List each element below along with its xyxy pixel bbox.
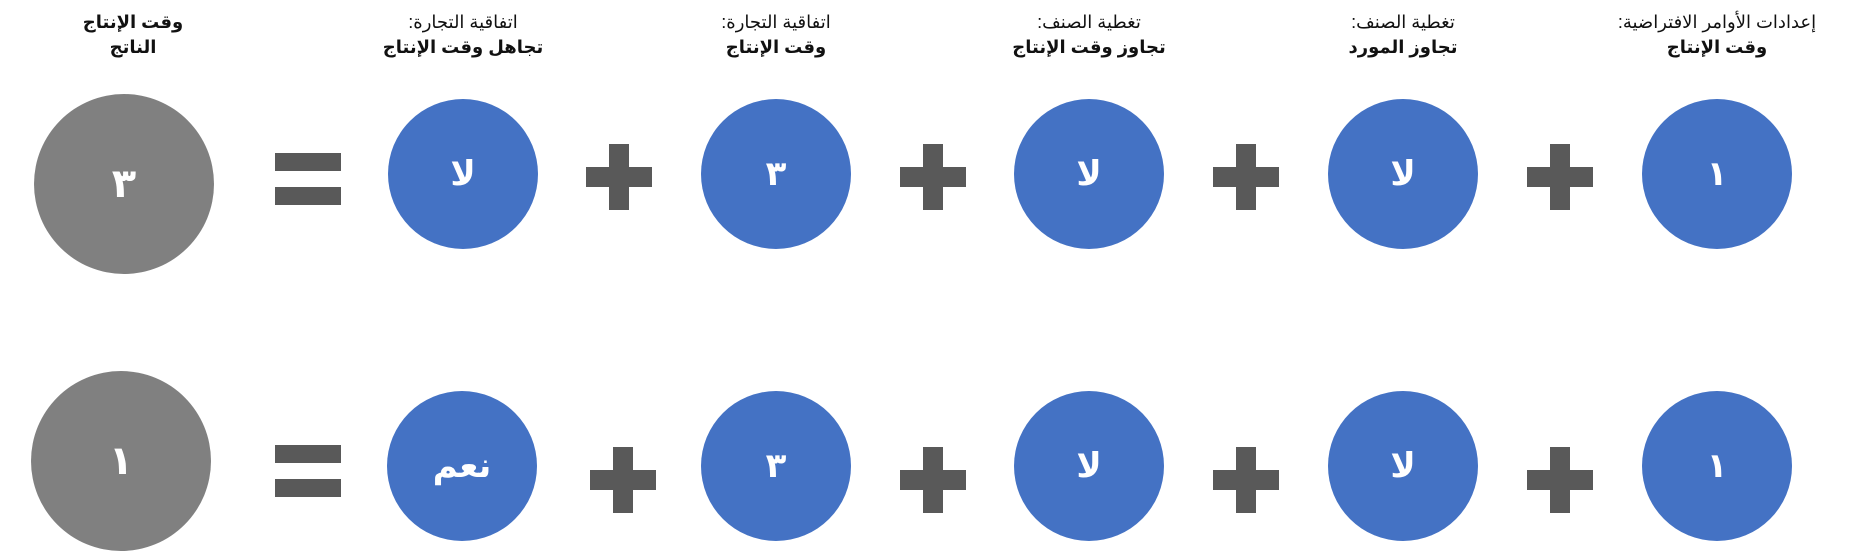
row1-trade-agreement-time-circle: ٣: [701, 99, 851, 249]
row2-item-coverage-time-circle: لا: [1014, 391, 1164, 541]
plus-icon: [590, 447, 656, 513]
row2-default-settings-circle: ١: [1642, 391, 1792, 541]
row2-trade-agreement-ignore-circle: نعم: [387, 391, 537, 541]
header-trade-agreement-time: اتفاقية التجارة: وقت الإنتاج: [626, 10, 926, 60]
row1-trade-agreement-ignore-circle: لا: [388, 99, 538, 249]
equals-icon: [275, 445, 341, 497]
row2-trade-agreement-time-circle: ٣: [701, 391, 851, 541]
header-resulting-lead-time-value: الناتج: [109, 37, 157, 57]
plus-icon: [1213, 447, 1279, 513]
header-default-order-settings-title: إعدادات الأوامر الافتراضية:: [1617, 12, 1817, 32]
header-trade-agreement-ignore-title: اتفاقية التجارة:: [408, 12, 518, 32]
header-resulting-lead-time-title: وقت الإنتاج: [82, 12, 184, 32]
header-item-coverage-time: تغطية الصنف: تجاوز وقت الإنتاج: [939, 10, 1239, 60]
row1-default-settings-circle: ١: [1642, 99, 1792, 249]
header-item-coverage-time-title: تغطية الصنف:: [1037, 12, 1141, 32]
row2-result-circle: ١: [31, 371, 211, 551]
row1-result-circle: ٣: [34, 94, 214, 274]
header-trade-agreement-ignore-value: تجاهل وقت الإنتاج: [382, 37, 544, 57]
header-resulting-lead-time: وقت الإنتاج الناتج: [0, 10, 283, 60]
header-default-order-settings: إعدادات الأوامر الافتراضية: وقت الإنتاج: [1567, 10, 1857, 60]
equals-icon: [275, 153, 341, 205]
header-trade-agreement-time-title: اتفاقية التجارة:: [721, 12, 831, 32]
plus-icon: [900, 144, 966, 210]
header-default-order-settings-value: وقت الإنتاج: [1666, 37, 1768, 57]
plus-icon: [900, 447, 966, 513]
row1-item-coverage-supplier-circle: لا: [1328, 99, 1478, 249]
plus-icon: [1213, 144, 1279, 210]
plus-icon: [1527, 447, 1593, 513]
row1-item-coverage-time-circle: لا: [1014, 99, 1164, 249]
header-item-coverage-supplier-title: تغطية الصنف:: [1351, 12, 1455, 32]
header-trade-agreement-time-value: وقت الإنتاج: [725, 37, 827, 57]
header-item-coverage-supplier-value: تجاوز المورد: [1348, 37, 1458, 57]
header-trade-agreement-ignore: اتفاقية التجارة: تجاهل وقت الإنتاج: [313, 10, 613, 60]
header-item-coverage-time-value: تجاوز وقت الإنتاج: [1012, 37, 1166, 57]
plus-icon: [586, 144, 652, 210]
row2-item-coverage-supplier-circle: لا: [1328, 391, 1478, 541]
plus-icon: [1527, 144, 1593, 210]
header-item-coverage-supplier: تغطية الصنف: تجاوز المورد: [1253, 10, 1553, 60]
